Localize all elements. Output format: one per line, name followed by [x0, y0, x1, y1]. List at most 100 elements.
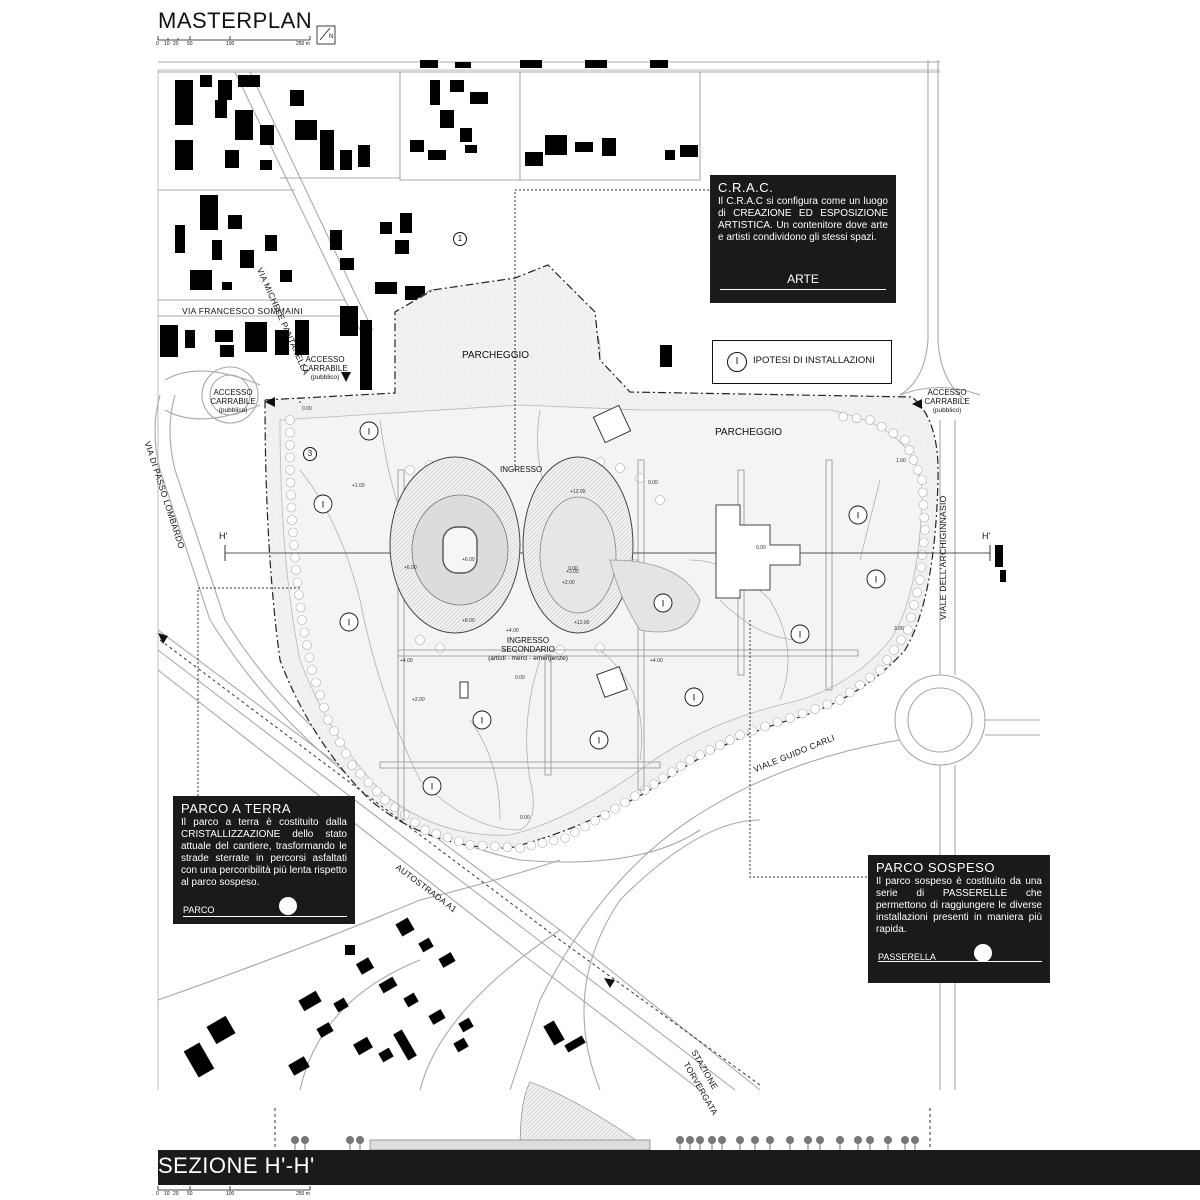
tree-icon: [537, 838, 548, 848]
tree-icon: [400, 810, 410, 820]
tree-icon: [291, 565, 301, 575]
installation-marker-label: I: [662, 599, 665, 609]
tree-icon: [635, 473, 645, 483]
tree-icon: [655, 495, 665, 505]
installation-marker-icon: [653, 593, 673, 613]
tree-icon: [302, 640, 312, 650]
section-scale-bar: [157, 1186, 311, 1191]
tree-icon: [908, 455, 919, 465]
tree-icon: [760, 721, 770, 732]
elevation-label: +12.00: [574, 620, 590, 626]
road-sommaini: VIA FRANCESCO SOMMAINI: [182, 306, 303, 316]
road-archiginnasio: VIALE DELL'ARCHIGINNASIO: [938, 495, 948, 620]
section-scale-labels: 0 10 20 50 100 250 m: [156, 1191, 310, 1197]
access-arrows: [265, 372, 922, 409]
passerelle: [379, 459, 859, 821]
pavilion-north: [592, 404, 632, 444]
installation-marker-icon: [359, 421, 379, 441]
elevation-label: +12.00: [570, 489, 586, 495]
tree-icon: [285, 440, 295, 450]
passerella-footer: PASSERELLA: [878, 944, 1042, 962]
tree-icon: [285, 477, 296, 488]
tree-icon: [420, 825, 430, 835]
tree-icon: [649, 779, 659, 789]
installation-marker-label: I: [481, 716, 484, 726]
elevation-label: +1.00: [352, 483, 365, 489]
tree-icon: [916, 562, 927, 573]
installation-marker-label: I: [431, 782, 434, 792]
passerella-circle-icon: [974, 944, 992, 962]
installation-marker-icon: [790, 624, 810, 644]
tree-icon: [285, 465, 295, 475]
label-h-left: H': [219, 531, 228, 541]
tree-icon: [904, 445, 915, 455]
section-tree-icon: [901, 1136, 909, 1144]
tree-icon: [329, 726, 339, 737]
section-tree-icon: [346, 1136, 354, 1144]
elevation-label: 1.00: [896, 458, 906, 464]
stadium-right: [522, 456, 701, 634]
elevation-label: +6.00: [404, 565, 417, 571]
tree-icon: [560, 833, 570, 843]
tree-icon: [865, 672, 875, 683]
tree-icon: [294, 590, 304, 600]
label-ingresso-secondario: INGRESSO SECONDARIO (artisti - merci - e…: [488, 636, 568, 662]
label-h-right: H': [982, 531, 991, 541]
parco-footer: PARCO: [183, 897, 347, 917]
elevation-label: +2.00: [562, 580, 575, 586]
label-accesso-west: ACCESSO CARRABILE (pubblico): [210, 388, 256, 414]
label-parcheggio-east: PARCHEGGIO: [715, 427, 783, 438]
page-title: MASTERPLAN: [158, 8, 313, 33]
label-accesso-north: ACCESSO CARRABILE (pubblico): [302, 355, 348, 381]
tree-icon: [410, 817, 420, 828]
tree-icon: [822, 699, 833, 710]
tree-icon: [311, 677, 321, 688]
installation-marker-label: I: [368, 427, 371, 437]
tree-icon: [515, 843, 525, 853]
tree-icon: [347, 760, 357, 770]
north-label: N: [329, 34, 334, 40]
tree-icon: [835, 695, 845, 705]
tree-icon: [431, 828, 442, 839]
section-tree-icon: [751, 1136, 759, 1144]
tree-icon: [882, 655, 892, 665]
tree-icon: [289, 540, 299, 550]
tree-icon: [918, 537, 929, 548]
tree-icon: [341, 748, 351, 759]
tree-icon: [319, 702, 329, 713]
tree-icon: [304, 652, 315, 663]
installation-marker-icon: [422, 776, 442, 796]
elevation-label: +4.00: [400, 658, 413, 664]
legend-label: IPOTESI DI INSTALLAZIONI: [753, 355, 875, 366]
park-paths: [299, 409, 881, 831]
label-accesso-east: ACCESSO CARRABILE (pubblico): [924, 388, 970, 414]
tree-icon: [286, 490, 296, 500]
tree-ring: [285, 411, 930, 853]
tree-icon: [292, 577, 303, 588]
tree-icon: [285, 415, 295, 425]
section-tree-icon: [686, 1136, 694, 1144]
tree-icon: [838, 411, 849, 422]
installation-marker-icon: [684, 687, 704, 707]
tree-icon: [580, 821, 590, 832]
label-parcheggio-north: PARCHEGGIO: [462, 350, 530, 361]
tree-icon: [315, 690, 325, 700]
tree-icon: [851, 413, 862, 424]
section-tree-icon: [854, 1136, 862, 1144]
tree-icon: [590, 815, 600, 826]
section-tree-icon: [718, 1136, 726, 1144]
tree-icon: [875, 665, 885, 675]
tree-icon: [685, 755, 695, 765]
elevation-label: 0.00: [756, 545, 766, 551]
section-tree-icon: [866, 1136, 874, 1144]
scale-bar: [157, 36, 311, 41]
autostrada-dashes: [159, 639, 761, 1086]
arte-button[interactable]: ARTE: [720, 269, 886, 290]
crac-heading: C.R.A.C.: [718, 180, 774, 195]
road-network: [154, 60, 1040, 1091]
elevation-label: +3.00: [566, 569, 579, 575]
tree-icon: [676, 761, 686, 771]
elevation-label: +2.00: [412, 697, 425, 703]
legend-installation-icon: I: [727, 352, 747, 372]
